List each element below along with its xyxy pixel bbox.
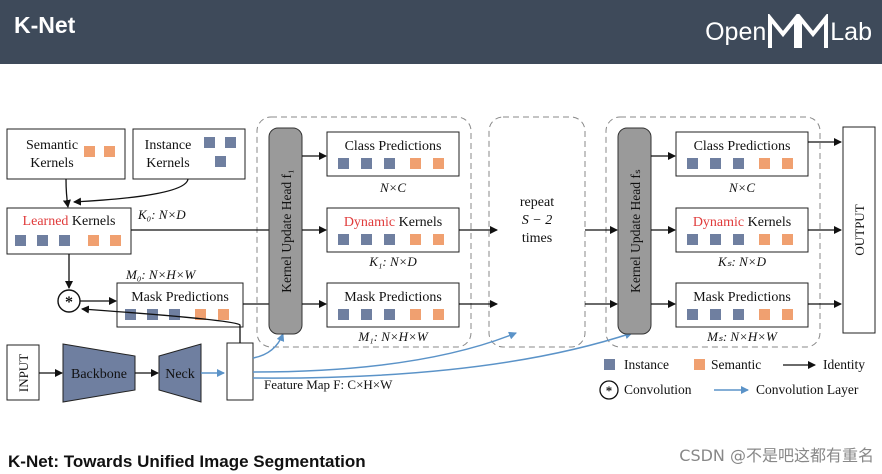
feature-map-label: Feature Map F: C×H×W	[264, 377, 393, 392]
repeat-container	[488, 116, 586, 348]
stage1-mask-predictions: Mask Predictions	[326, 282, 460, 328]
learned-kernels-box: Learned Kernels	[6, 207, 132, 255]
input-label: INPUT	[16, 354, 31, 392]
neck-label: Neck	[165, 367, 195, 382]
legend-convolution-icon	[599, 380, 619, 400]
semantic-kernels-label-2: Kernels	[30, 156, 74, 171]
stageS-class-dim: N×C	[728, 180, 755, 195]
stage1-m1: M₁: N×H×W	[357, 329, 429, 344]
input-box: INPUT	[6, 344, 40, 401]
stage1-class-predictions: Class Predictions	[326, 131, 460, 177]
semantic-kernels-label-1: Semantic	[26, 138, 78, 153]
logo-text-lab: Lab	[830, 17, 872, 46]
k0-label: K₀: N×D	[137, 207, 186, 222]
instance-kernels-label-2: Kernels	[146, 156, 190, 171]
svg-text:*: *	[65, 294, 73, 311]
output-label: OUTPUT	[852, 204, 867, 255]
stageS-ks: Kₛ: N×D	[717, 254, 767, 269]
stage1-container	[256, 116, 472, 348]
kernel-update-head-1-label: Kernel Update Head f₁	[279, 169, 294, 293]
kernel-update-head-1: Kernel Update Head f₁	[268, 127, 303, 335]
initial-mask-predictions-box: Mask Predictions	[116, 282, 244, 328]
instance-kernels-box: Instance Kernels	[132, 128, 246, 180]
openmmlab-logo: Open Lab	[705, 14, 872, 50]
backbone-block: Backbone	[62, 343, 136, 403]
initial-mask-predictions-label: Mask Predictions	[131, 290, 229, 305]
kernel-update-head-s-label: Kernel Update Head fₛ	[628, 169, 643, 293]
stageS-class-predictions: Class Predictions	[675, 131, 809, 177]
legend-instance-label: Instance	[624, 357, 669, 372]
semantic-square	[104, 146, 115, 157]
diagram-caption: K-Net: Towards Unified Image Segmentatio…	[8, 452, 366, 471]
repeat-label-2: S − 2	[522, 213, 552, 228]
watermark: CSDN @不是吧这都有重名	[679, 446, 874, 465]
learned-kernels-label: Learned Kernels	[23, 214, 116, 229]
neck-block: Neck	[158, 343, 202, 403]
convolution-symbol: *	[57, 289, 81, 313]
legend-semantic-swatch	[694, 359, 705, 370]
semantic-square	[84, 146, 95, 157]
feature-map-block	[226, 342, 254, 401]
instance-kernels-label-1: Instance	[145, 138, 192, 153]
stage1-mask-predictions-label: Mask Predictions	[344, 290, 442, 305]
stageS-dynamic-kernels-label: Dynamic Kernels	[693, 215, 791, 230]
stageS-ms: Mₛ: N×H×W	[706, 329, 778, 344]
legend-instance-swatch	[604, 359, 615, 370]
m0-label: M₀: N×H×W	[125, 267, 197, 282]
stageS-mask-predictions-label: Mask Predictions	[693, 290, 791, 305]
legend-convolution-label: Convolution	[624, 382, 692, 397]
stage1-class-dim: N×C	[379, 180, 406, 195]
backbone-label: Backbone	[71, 367, 127, 382]
semantic-kernels-box: Semantic Kernels	[6, 128, 126, 180]
instance-square	[204, 137, 215, 148]
legend-conv-layer-label: Convolution Layer	[756, 382, 859, 397]
output-box: OUTPUT	[842, 126, 876, 334]
instance-square	[215, 156, 226, 167]
stage1-dynamic-kernels-label: Dynamic Kernels	[344, 215, 442, 230]
repeat-label-3: times	[522, 231, 552, 246]
stage1-dynamic-kernels: Dynamic Kernels	[326, 207, 460, 253]
stage1-class-predictions-label: Class Predictions	[345, 139, 442, 154]
stageS-mask-predictions: Mask Predictions	[675, 282, 809, 328]
header-banner: K-Net Open Lab	[0, 0, 882, 64]
stageS-class-predictions-label: Class Predictions	[694, 139, 791, 154]
page-title: K-Net	[14, 12, 76, 38]
logo-text-open: Open	[705, 17, 767, 46]
kernel-update-head-s: Kernel Update Head fₛ	[617, 127, 652, 335]
stageS-container	[605, 116, 821, 348]
legend-identity-label: Identity	[823, 357, 865, 372]
instance-square	[225, 137, 236, 148]
svg-text:*: *	[606, 383, 613, 398]
repeat-label-1: repeat	[520, 195, 554, 210]
mm-logo-icon	[768, 14, 829, 48]
stage1-k1: K₁: N×D	[368, 254, 417, 269]
legend-semantic-label: Semantic	[711, 357, 761, 372]
stageS-dynamic-kernels: Dynamic Kernels	[675, 207, 809, 253]
legend: Instance Semantic Identity * Convolution…	[599, 357, 865, 400]
